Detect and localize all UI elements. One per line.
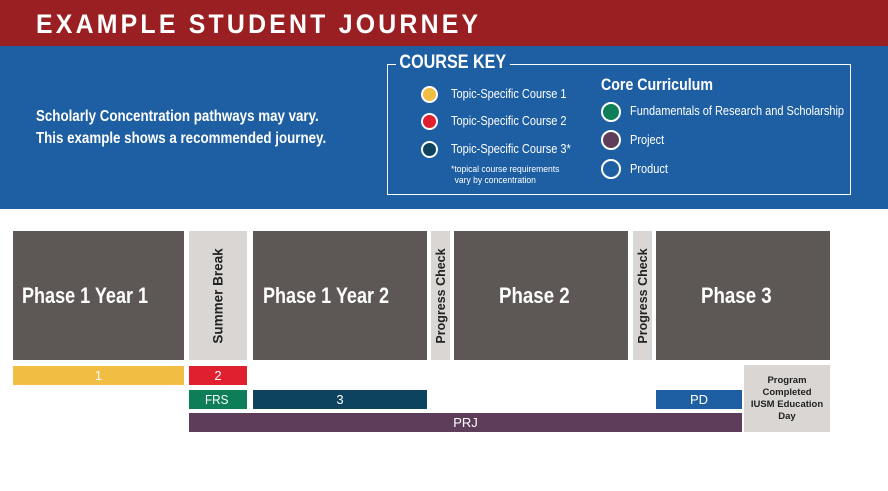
topic-course-2-dot-icon [421, 113, 438, 130]
key-topic-course-2: Topic-Specific Course 2 [451, 114, 567, 128]
intro-text: Scholarly Concentration pathways may var… [36, 106, 326, 150]
project-dot-icon [601, 130, 621, 150]
core-curriculum-title: Core Curriculum [601, 76, 713, 94]
progress-check-1-label: Progress Check [433, 247, 448, 344]
intro-line-2: This example shows a recommended journey… [36, 130, 327, 147]
pd-bar-label: PD [689, 392, 709, 407]
course-key-box [387, 64, 851, 195]
phase-1-year-2-label: Phase 1 Year 2 [263, 282, 390, 308]
topic-course-1-dot-icon [421, 86, 438, 103]
key-core-frs: Fundamentals of Research and Scholarship [630, 104, 845, 118]
course-3-bar-label: 3 [336, 392, 344, 407]
course-2-bar: 2 [189, 366, 247, 385]
key-footnote: *topical course requirements vary by con… [451, 164, 559, 186]
progress-check-2-block: Progress Check [633, 231, 652, 360]
key-core-product: Product [630, 162, 668, 176]
frs-bar-label: FRS [205, 392, 229, 407]
course-3-bar: 3 [253, 390, 427, 409]
pd-bar: PD [656, 390, 742, 409]
summer-break-label: Summer Break [210, 247, 226, 344]
key-topic-course-3: Topic-Specific Course 3* [451, 142, 571, 156]
course-key-title: COURSE KEY [396, 52, 510, 74]
phase-2-label: Phase 2 [499, 282, 571, 308]
footnote-line-1: *topical course requirements [451, 164, 560, 175]
phase-3-block: Phase 3 [656, 231, 830, 360]
course-1-bar-label: 1 [94, 368, 103, 383]
topic-course-3-dot-icon [421, 141, 438, 158]
key-topic-course-1: Topic-Specific Course 1 [451, 87, 567, 101]
phase-1-year-2-block: Phase 1 Year 2 [253, 231, 427, 360]
key-core-project: Project [630, 133, 665, 147]
progress-check-1-block: Progress Check [431, 231, 450, 360]
frs-bar: FRS [189, 390, 247, 409]
course-1-bar: 1 [13, 366, 184, 385]
phase-3-label: Phase 3 [701, 282, 773, 308]
summer-break-block: Summer Break [189, 231, 247, 360]
phase-2-block: Phase 2 [454, 231, 628, 360]
progress-check-2-label: Progress Check [635, 247, 650, 344]
header-bar: EXAMPLE STUDENT JOURNEY [0, 0, 888, 46]
intro-line-1: Scholarly Concentration pathways may var… [36, 108, 319, 125]
program-completed-box: Program Completed IUSM Education Day [744, 365, 830, 432]
prj-bar: PRJ [189, 413, 742, 432]
course-2-bar-label: 2 [214, 368, 222, 383]
product-dot-icon [601, 159, 621, 179]
phase-1-year-1-block: Phase 1 Year 1 [13, 231, 184, 360]
frs-dot-icon [601, 102, 621, 122]
phase-1-year-1-label: Phase 1 Year 1 [21, 282, 148, 308]
footnote-line-2: vary by concentration [454, 175, 536, 186]
page-title: EXAMPLE STUDENT JOURNEY [36, 9, 482, 39]
prj-bar-label: PRJ [453, 415, 478, 430]
